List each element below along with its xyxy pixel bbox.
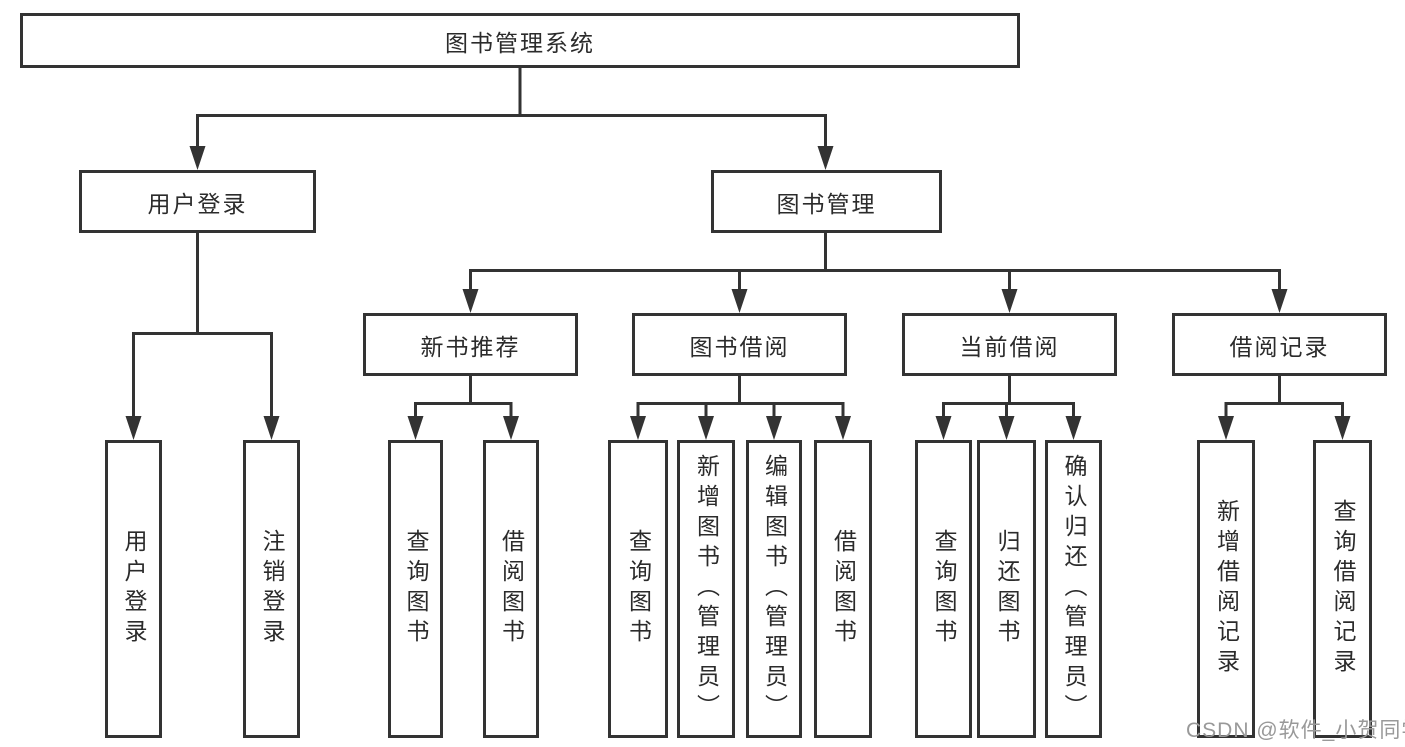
- node-current-borrow: 当前借阅: [902, 313, 1117, 376]
- leaf-edit-book-admin: 编辑图书（管理员）: [746, 440, 802, 738]
- leaf-borrow-books: 借阅图书: [814, 440, 872, 738]
- connector-book-borrow-children: [630, 376, 851, 440]
- leaf-query-books-recommend: 查询图书: [388, 440, 443, 738]
- arrowhead-icon: [125, 416, 142, 440]
- connector-current-borrow-children: [935, 376, 1082, 440]
- leaf-confirm-return-admin: 确认归还（管理员）: [1045, 440, 1102, 738]
- node-book-management: 图书管理: [711, 170, 942, 233]
- arrowhead-icon: [1334, 416, 1351, 440]
- connector-user-login-children: [125, 233, 280, 440]
- leaf-query-borrow-record: 查询借阅记录: [1313, 440, 1372, 738]
- arrowhead-icon: [1001, 289, 1018, 313]
- arrowhead-icon: [998, 416, 1015, 440]
- leaf-borrow-books-recommend: 借阅图书: [483, 440, 539, 738]
- arrowhead-icon: [835, 416, 851, 440]
- leaf-return-book: 归还图书: [977, 440, 1036, 738]
- arrowhead-icon: [263, 416, 280, 440]
- node-borrow-records: 借阅记录: [1172, 313, 1387, 376]
- leaf-user-login: 用户登录: [105, 440, 162, 738]
- arrowhead-icon: [698, 416, 714, 440]
- arrowhead-icon: [630, 416, 646, 440]
- connector-borrow-record-children: [1218, 376, 1351, 440]
- arrowhead-icon: [731, 289, 748, 313]
- arrowhead-icon: [817, 146, 834, 170]
- leaf-query-books-borrow: 查询图书: [608, 440, 668, 738]
- watermark: CSDN @软件_小贺同学: [1186, 719, 1405, 742]
- node-new-book-recommend: 新书推荐: [363, 313, 578, 376]
- arrowhead-icon: [189, 146, 206, 170]
- connector-new-book-children: [407, 376, 519, 440]
- node-user-login: 用户登录: [79, 170, 316, 233]
- arrowhead-icon: [766, 416, 782, 440]
- arrowhead-icon: [935, 416, 952, 440]
- leaf-query-books-current: 查询图书: [915, 440, 972, 738]
- arrowhead-icon: [407, 416, 424, 440]
- connector-book-management-children: [462, 233, 1288, 313]
- node-book-borrow: 图书借阅: [632, 313, 847, 376]
- arrowhead-icon: [1271, 289, 1288, 313]
- leaf-add-borrow-record: 新增借阅记录: [1197, 440, 1255, 738]
- arrowhead-icon: [1065, 416, 1082, 440]
- arrowhead-icon: [462, 289, 479, 313]
- arrowhead-icon: [503, 416, 519, 440]
- arrowhead-icon: [1218, 416, 1234, 440]
- leaf-logout: 注销登录: [243, 440, 300, 738]
- node-library-management-system: 图书管理系统: [20, 13, 1020, 68]
- leaf-add-book-admin: 新增图书（管理员）: [677, 440, 735, 738]
- connector-root-to-level1: [189, 68, 834, 170]
